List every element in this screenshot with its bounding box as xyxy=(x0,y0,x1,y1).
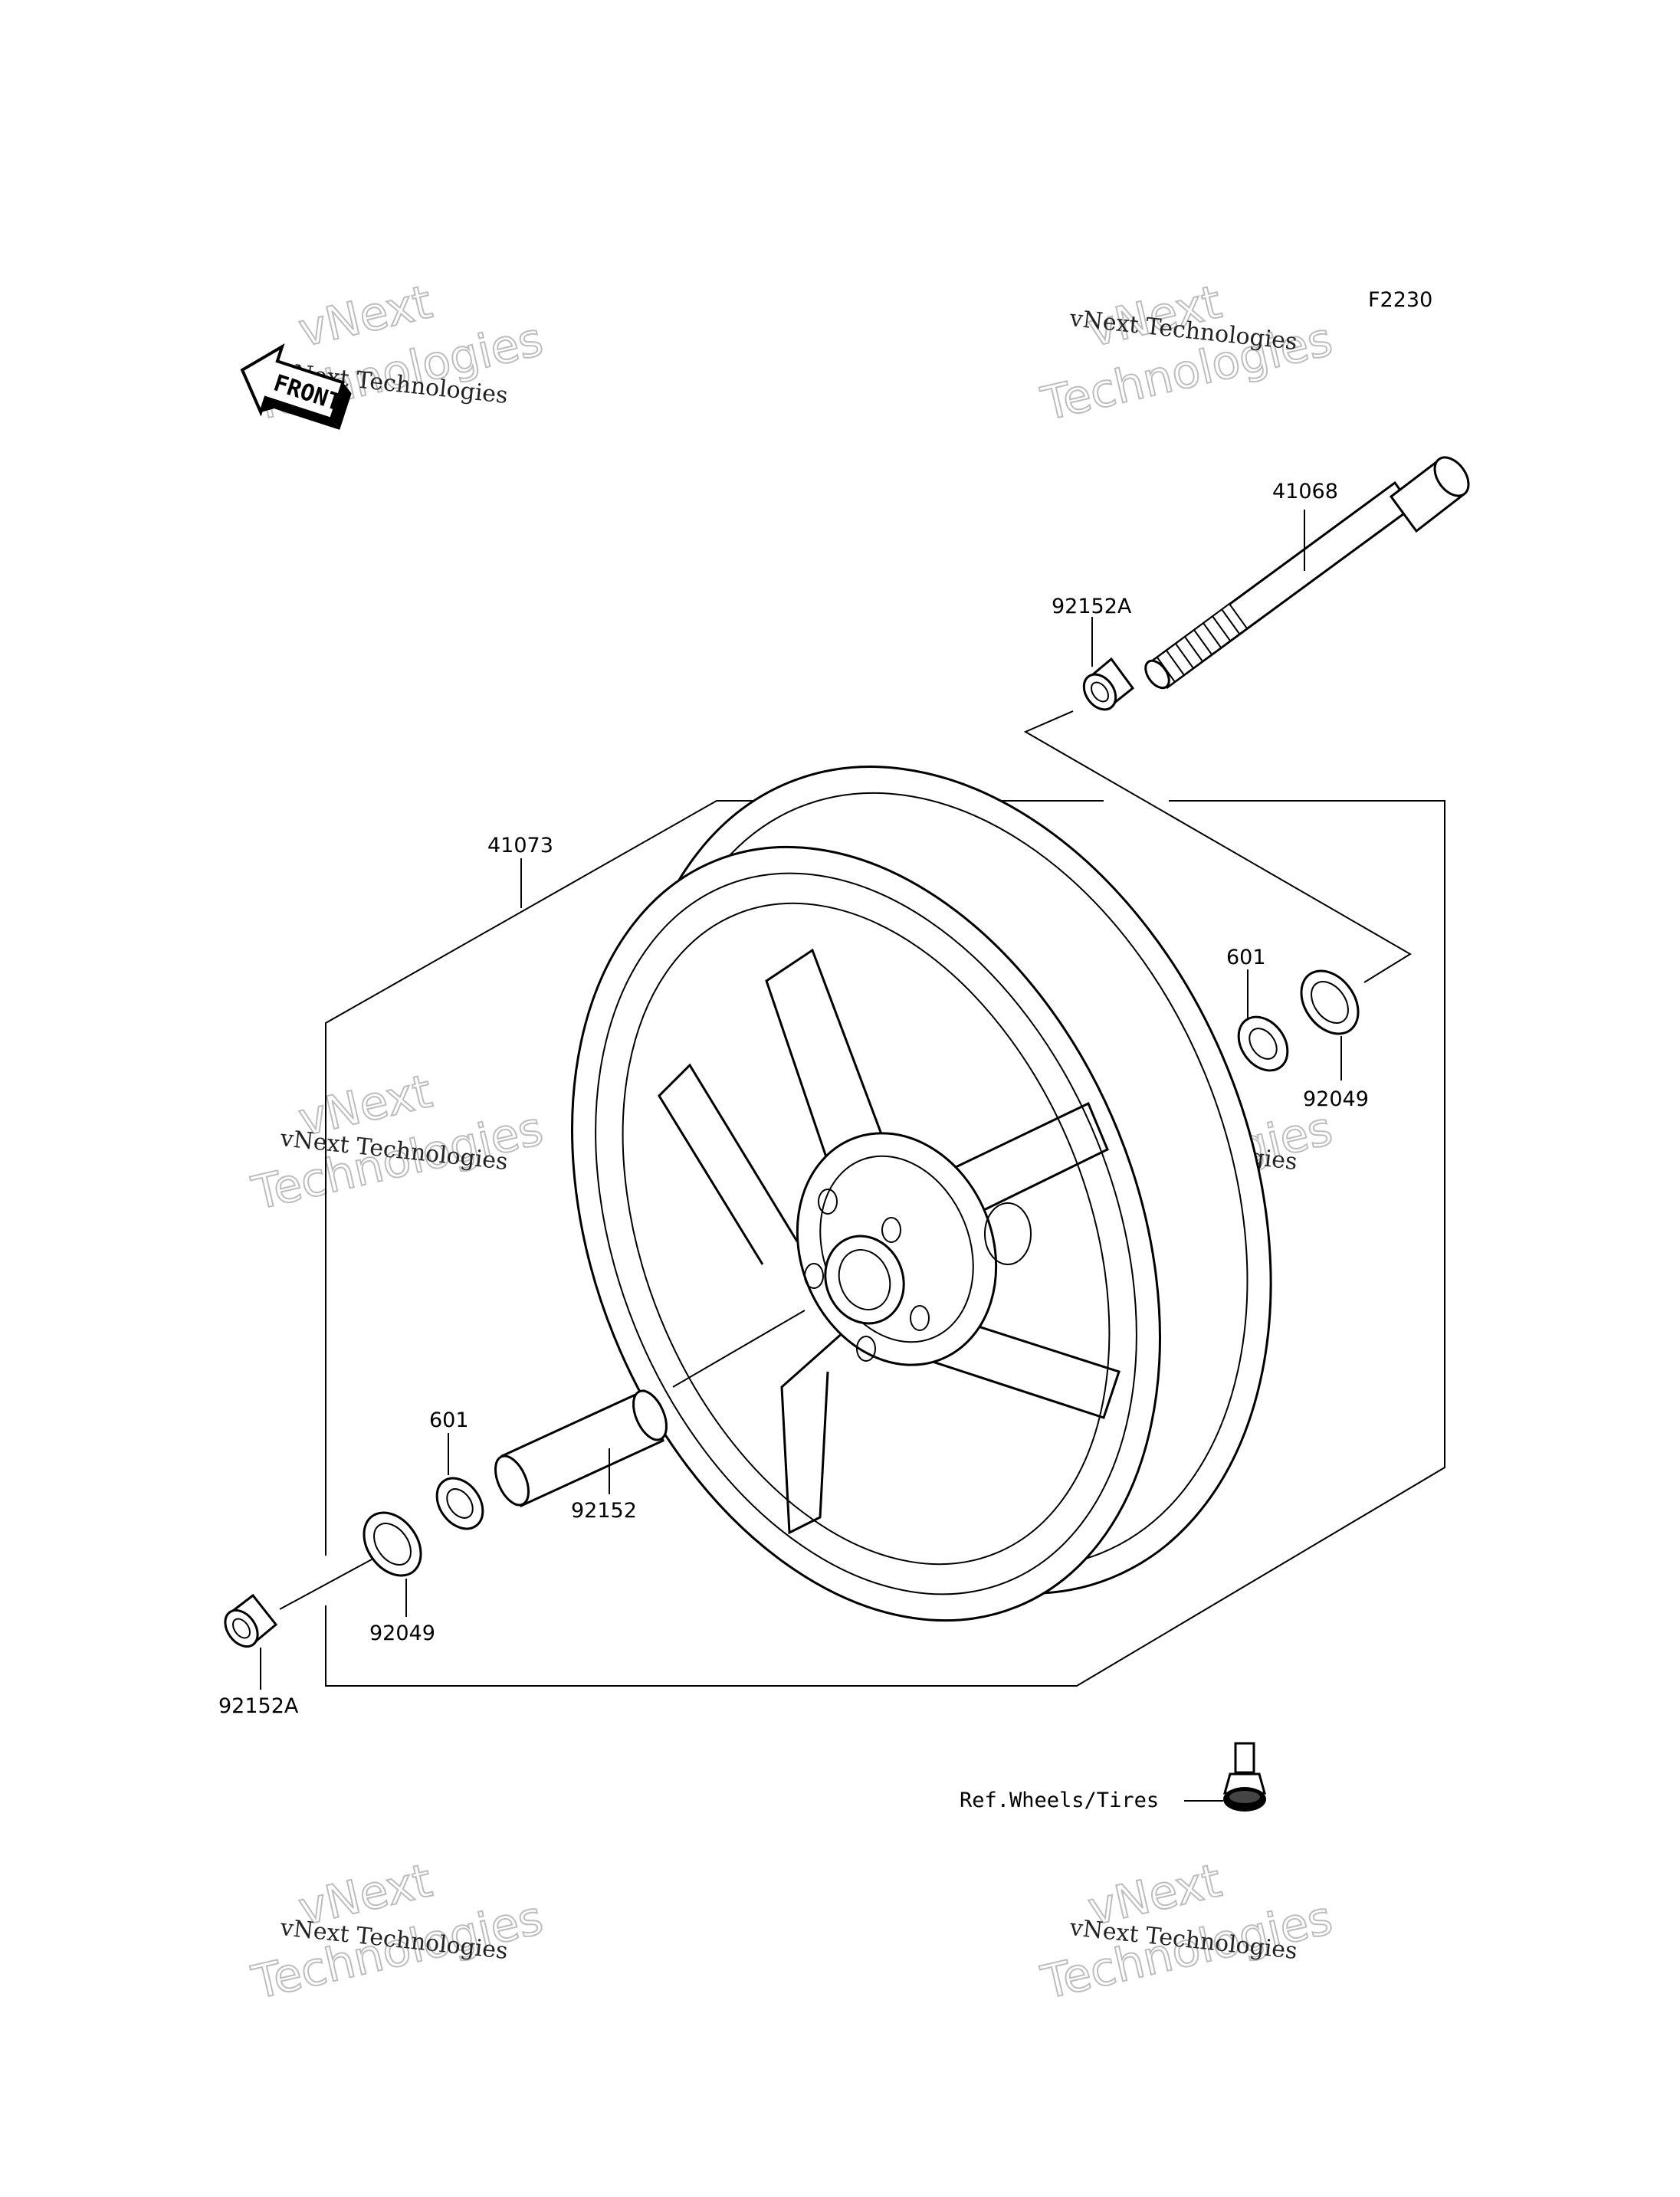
label-bearing-left: 601 xyxy=(429,1408,469,1432)
bearing-right xyxy=(1237,1015,1289,1072)
watermark-mid-left: vNext Technologies xyxy=(246,1064,548,1221)
label-axle: 41068 xyxy=(1272,480,1338,503)
seal-left xyxy=(363,1511,422,1577)
seal-right xyxy=(1300,969,1360,1035)
assembly-frame-right xyxy=(325,800,1445,1687)
axle xyxy=(1144,456,1470,690)
label-bearing-right: 601 xyxy=(1226,946,1266,969)
label-collar-top: 92152A xyxy=(1052,595,1132,618)
left-guide-line xyxy=(279,1559,372,1610)
label-wheel: 41073 xyxy=(487,834,553,857)
label-reference: Ref.Wheels/Tires xyxy=(960,1789,1159,1812)
front-arrow-icon: FRONT xyxy=(240,343,352,430)
wheel xyxy=(571,766,1272,1622)
spacer xyxy=(494,1389,668,1508)
valve-icon xyxy=(1223,1742,1266,1812)
axle-guide-line xyxy=(1023,710,1412,983)
bearing-left xyxy=(435,1477,484,1530)
spacer-guide-line xyxy=(672,1310,806,1388)
label-seal-right: 92049 xyxy=(1303,1087,1369,1111)
collar-bottom xyxy=(224,1593,278,1648)
label-collar-bottom: 92152A xyxy=(218,1694,299,1718)
label-spacer: 92152 xyxy=(571,1499,637,1523)
label-seal-left: 92049 xyxy=(369,1622,435,1645)
watermark-bottom-right: vNext Technologies xyxy=(1035,1853,1337,2011)
watermark-bottom-left: vNext Technologies xyxy=(246,1853,548,2011)
collar-top xyxy=(1082,657,1135,711)
figure-code: F2230 xyxy=(1368,288,1432,312)
